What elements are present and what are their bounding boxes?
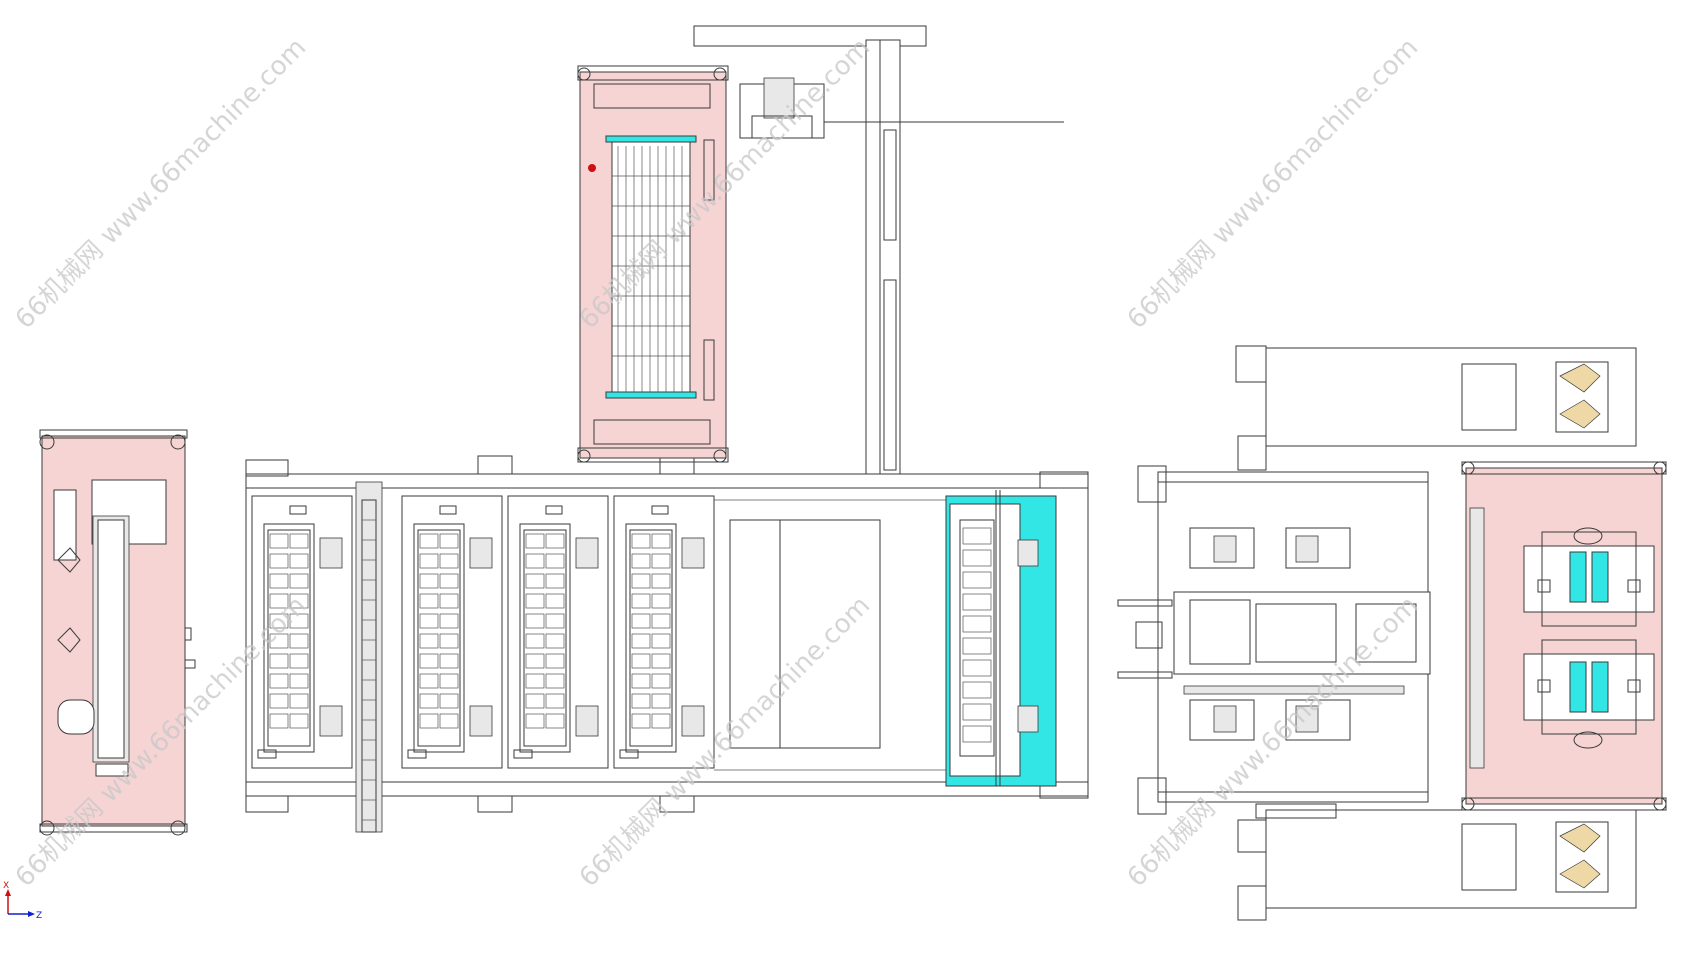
- axis-x-label: X: [3, 881, 9, 891]
- fixture-module: [251, 495, 353, 769]
- left-loader-unit: [39, 429, 196, 836]
- axis-z-label: Z: [36, 911, 42, 921]
- fixture-modules: [251, 481, 1057, 833]
- axis-triad: X Z: [3, 881, 42, 921]
- right-station: [1117, 345, 1667, 921]
- top-press-unit: [577, 25, 1064, 475]
- watermark-1: 66机械网 www.66machine.com: [10, 33, 312, 335]
- watermark-3: 66机械网 www.66machine.com: [1122, 33, 1424, 335]
